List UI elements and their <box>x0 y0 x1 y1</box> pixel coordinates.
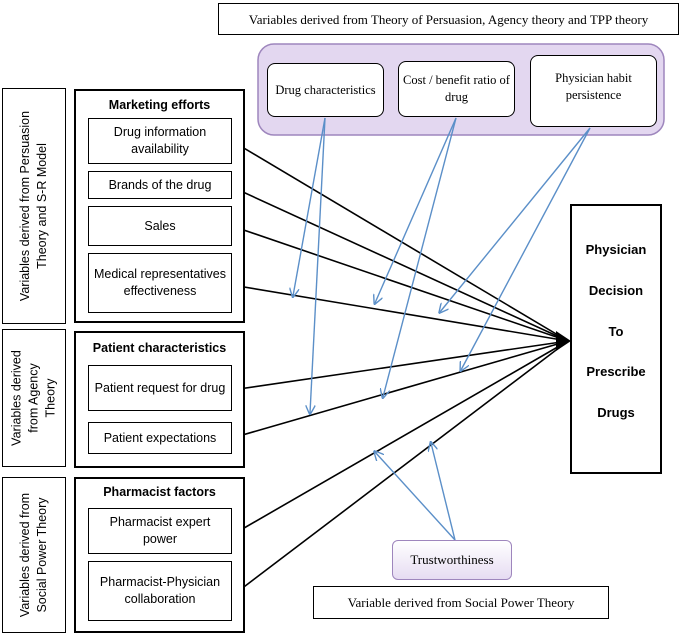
outcome-physician-decision: Physician Decision To Prescribe Drugs <box>570 204 662 474</box>
top-note: Variables derived from Theory of Persuas… <box>218 3 679 35</box>
outcome-line-4: Prescribe <box>586 364 646 380</box>
side-label-agency: Variables derived from Agency Theory <box>2 329 66 467</box>
side-label-social: Variables derived from Social Power Theo… <box>2 477 66 633</box>
influence-lines <box>231 117 591 597</box>
factor-brands-of-drug: Brands of the drug <box>88 171 232 199</box>
line-pharmacist-power <box>231 340 569 536</box>
line-medical-reps <box>231 284 569 342</box>
line-trust-arrow-2 <box>431 443 456 541</box>
bottom-note: Variable derived from Social Power Theor… <box>313 586 609 619</box>
group-marketing-title: Marketing efforts <box>108 98 211 112</box>
side-label-social-text: Variables derived from Social Power Theo… <box>18 492 49 618</box>
factor-medical-representatives: Medical representatives effectiveness <box>88 253 232 313</box>
moderator-cost-benefit: Cost / benefit ratio of drug <box>398 61 515 117</box>
factor-drug-information-availability: Drug information availability <box>88 118 232 164</box>
side-label-persuasion-text: Variables derived from Persuasion Theory… <box>18 110 49 302</box>
trustworthiness-box: Trustworthiness <box>392 540 512 580</box>
line-habit-to-patient <box>461 127 591 370</box>
side-label-agency-text: Variables derived from Agency Theory <box>9 350 58 446</box>
outcome-line-5: Drugs <box>597 405 635 420</box>
moderator-drug-characteristics: Drug characteristics <box>267 63 384 117</box>
line-drugchar-to-medreps <box>293 117 326 296</box>
group-pharmacist-title: Pharmacist factors <box>103 485 216 499</box>
factor-pharmacist-expert-power: Pharmacist expert power <box>88 508 232 554</box>
moderator-habit-persistence: Physician habit persistence <box>530 55 657 127</box>
line-drug-information <box>231 140 569 342</box>
factor-sales: Sales <box>88 206 232 246</box>
line-patient-request <box>231 340 569 391</box>
line-cost-to-medreps <box>375 117 457 303</box>
factor-patient-expectations: Patient expectations <box>88 422 232 454</box>
outcome-line-3: To <box>608 323 624 339</box>
line-patient-expectations <box>231 340 569 439</box>
factor-pharmacist-collaboration: Pharmacist-Physician collaboration <box>88 561 232 621</box>
line-cost-to-patientexp <box>383 117 457 397</box>
group-patient-title: Patient characteristics <box>92 341 227 355</box>
line-pharmacist-collaboration <box>231 340 569 597</box>
line-trust-arrow-1 <box>375 452 456 541</box>
factor-patient-request: Patient request for drug <box>88 365 232 411</box>
side-label-persuasion: Variables derived from Persuasion Theory… <box>2 88 66 324</box>
outcome-arrowhead <box>556 331 571 351</box>
outcome-line-1: Physician <box>585 242 647 257</box>
line-drugchar-to-patientexp <box>310 117 326 413</box>
line-sales <box>231 225 569 342</box>
outcome-line-2: Decision <box>588 282 644 298</box>
line-brands <box>231 186 569 342</box>
line-habit-to-medreps <box>440 127 591 312</box>
